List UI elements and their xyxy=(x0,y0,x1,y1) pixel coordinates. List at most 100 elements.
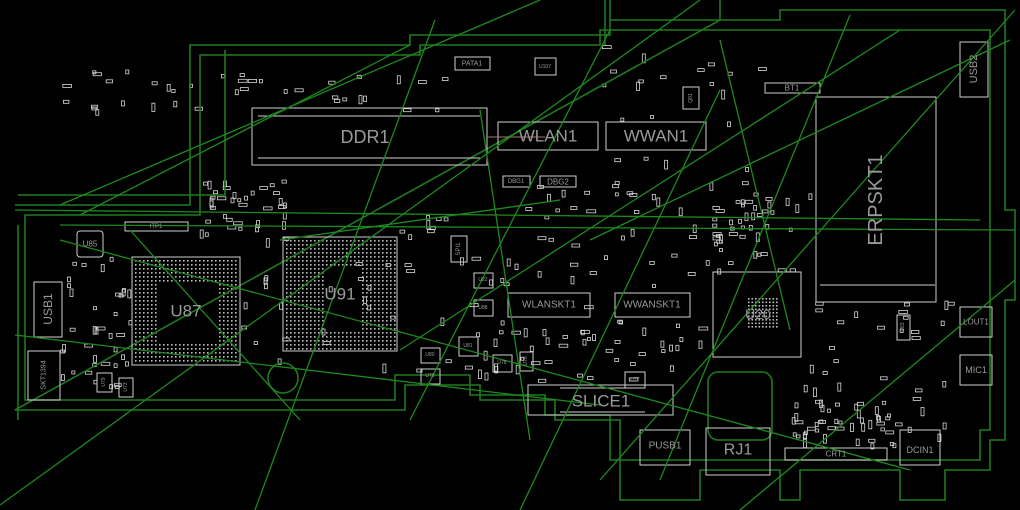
u81-footprint[interactable] xyxy=(458,336,479,357)
bga-ball xyxy=(310,320,312,322)
bga-ball xyxy=(151,332,153,334)
bga-ball xyxy=(318,260,320,262)
dcin1-footprint[interactable] xyxy=(899,429,941,466)
bga-ball xyxy=(310,240,312,242)
bga-ball xyxy=(306,332,308,334)
smd-pad xyxy=(855,438,860,447)
bga-ball xyxy=(306,280,308,282)
bga-ball xyxy=(227,316,229,318)
bga-ball xyxy=(362,256,364,258)
bga-ball xyxy=(302,284,304,286)
smd-pad xyxy=(942,380,947,388)
u107-footprint[interactable] xyxy=(534,57,557,76)
wwan1-footprint[interactable] xyxy=(605,121,707,151)
u80-footprint[interactable] xyxy=(420,347,441,364)
bga-ball xyxy=(167,360,169,362)
bga-ball xyxy=(378,320,380,322)
u76-footprint[interactable] xyxy=(420,368,441,385)
u22-footprint[interactable] xyxy=(473,272,494,289)
smd-pad xyxy=(67,276,71,283)
bga-ball xyxy=(330,248,332,250)
bga-ball xyxy=(350,344,352,346)
bga-ball xyxy=(199,264,201,266)
usb1-footprint[interactable] xyxy=(33,281,63,338)
smd-pad xyxy=(678,207,683,217)
bga-ball xyxy=(302,244,304,246)
u75-footprint[interactable] xyxy=(519,351,534,372)
u88-footprint[interactable] xyxy=(473,299,494,317)
bga-ball xyxy=(350,252,352,254)
bga-ball xyxy=(199,272,201,274)
itp1-footprint[interactable] xyxy=(124,221,189,232)
bga-ball xyxy=(143,276,145,278)
bga-ball xyxy=(382,324,384,326)
bga-ball xyxy=(346,340,348,342)
u87-footprint[interactable] xyxy=(131,256,241,366)
bga-ball xyxy=(386,288,388,290)
bga-ball xyxy=(290,252,292,254)
wwanskt1-footprint[interactable] xyxy=(614,292,691,318)
erpskt1-footprint[interactable] xyxy=(815,96,937,303)
smd-pad xyxy=(628,377,639,382)
bga-ball xyxy=(155,272,157,274)
smd-pad xyxy=(243,302,248,310)
smd-pad xyxy=(698,340,703,349)
bga-ball xyxy=(227,356,229,358)
u91-footprint[interactable] xyxy=(282,236,398,352)
dbg2-footprint[interactable] xyxy=(539,175,577,188)
bga-ball xyxy=(207,264,209,266)
smd-pad xyxy=(561,189,566,198)
u20-footprint[interactable] xyxy=(712,271,802,358)
bga-ball xyxy=(135,312,137,314)
bga-ball xyxy=(171,264,173,266)
wlanskt1-footprint[interactable] xyxy=(507,292,591,318)
spi1-footprint[interactable] xyxy=(450,235,468,263)
bga-ball xyxy=(183,344,185,346)
skt1394-footprint[interactable] xyxy=(27,350,61,401)
bga-ball xyxy=(235,292,237,294)
bga-ball xyxy=(298,272,300,274)
crt1-footprint[interactable] xyxy=(784,447,888,461)
bga-ball xyxy=(306,272,308,274)
bga-ball xyxy=(382,336,384,338)
bga-ball xyxy=(342,240,344,242)
u79-footprint[interactable] xyxy=(96,372,113,393)
smd-pad xyxy=(744,212,749,221)
bga-ball xyxy=(394,344,396,346)
u83-footprint[interactable] xyxy=(896,314,911,341)
bga-ball xyxy=(286,296,288,298)
bga-ball xyxy=(227,268,229,270)
u78-footprint[interactable] xyxy=(492,354,513,373)
bga-ball xyxy=(326,336,328,338)
lout1-footprint[interactable] xyxy=(959,306,993,338)
bga-ball xyxy=(235,324,237,326)
bga-ball xyxy=(374,264,376,266)
usb2-footprint[interactable] xyxy=(959,41,989,98)
bga-ball xyxy=(294,256,296,258)
pata1-footprint[interactable] xyxy=(454,56,491,71)
bga-ball xyxy=(306,328,308,330)
smd-pad xyxy=(630,228,635,237)
bga-ball xyxy=(143,316,145,318)
dbg1-footprint[interactable] xyxy=(502,175,531,188)
smd-pad xyxy=(562,334,568,339)
bga-ball xyxy=(751,315,754,318)
q81-footprint[interactable] xyxy=(682,86,700,110)
bga-ball xyxy=(139,344,141,346)
bga-ball xyxy=(386,284,388,286)
smd-pad xyxy=(912,396,922,401)
bga-ball xyxy=(223,296,225,298)
rj1-footprint[interactable] xyxy=(705,427,771,476)
pusb1-footprint[interactable] xyxy=(639,429,691,466)
bga-ball xyxy=(318,344,320,346)
bga-ball xyxy=(139,284,141,286)
smd-pad xyxy=(71,370,76,375)
smd-pad xyxy=(484,372,489,381)
u73-footprint[interactable] xyxy=(118,377,134,398)
bga-ball xyxy=(322,308,324,310)
slice1-footprint[interactable] xyxy=(527,384,674,416)
mic1-footprint[interactable] xyxy=(959,354,993,386)
bga-ball xyxy=(318,292,320,294)
bga-ball xyxy=(382,268,384,270)
